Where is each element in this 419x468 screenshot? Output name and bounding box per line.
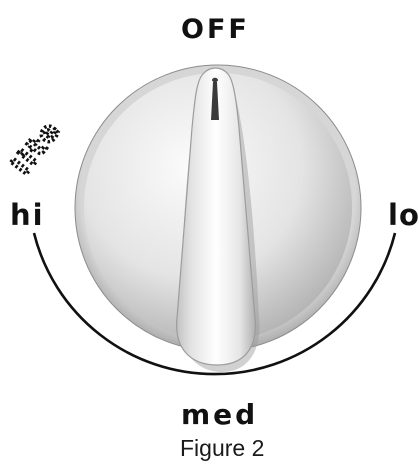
lo-label: lo — [388, 201, 419, 230]
med-label: med — [181, 401, 258, 429]
figure-caption: Figure 2 — [180, 437, 264, 460]
knob — [75, 65, 361, 372]
off-label: OFF — [181, 16, 250, 43]
svg-text:lite: lite — [7, 115, 68, 181]
hi-label: hi — [10, 201, 45, 230]
lite-label: lite — [7, 115, 68, 181]
